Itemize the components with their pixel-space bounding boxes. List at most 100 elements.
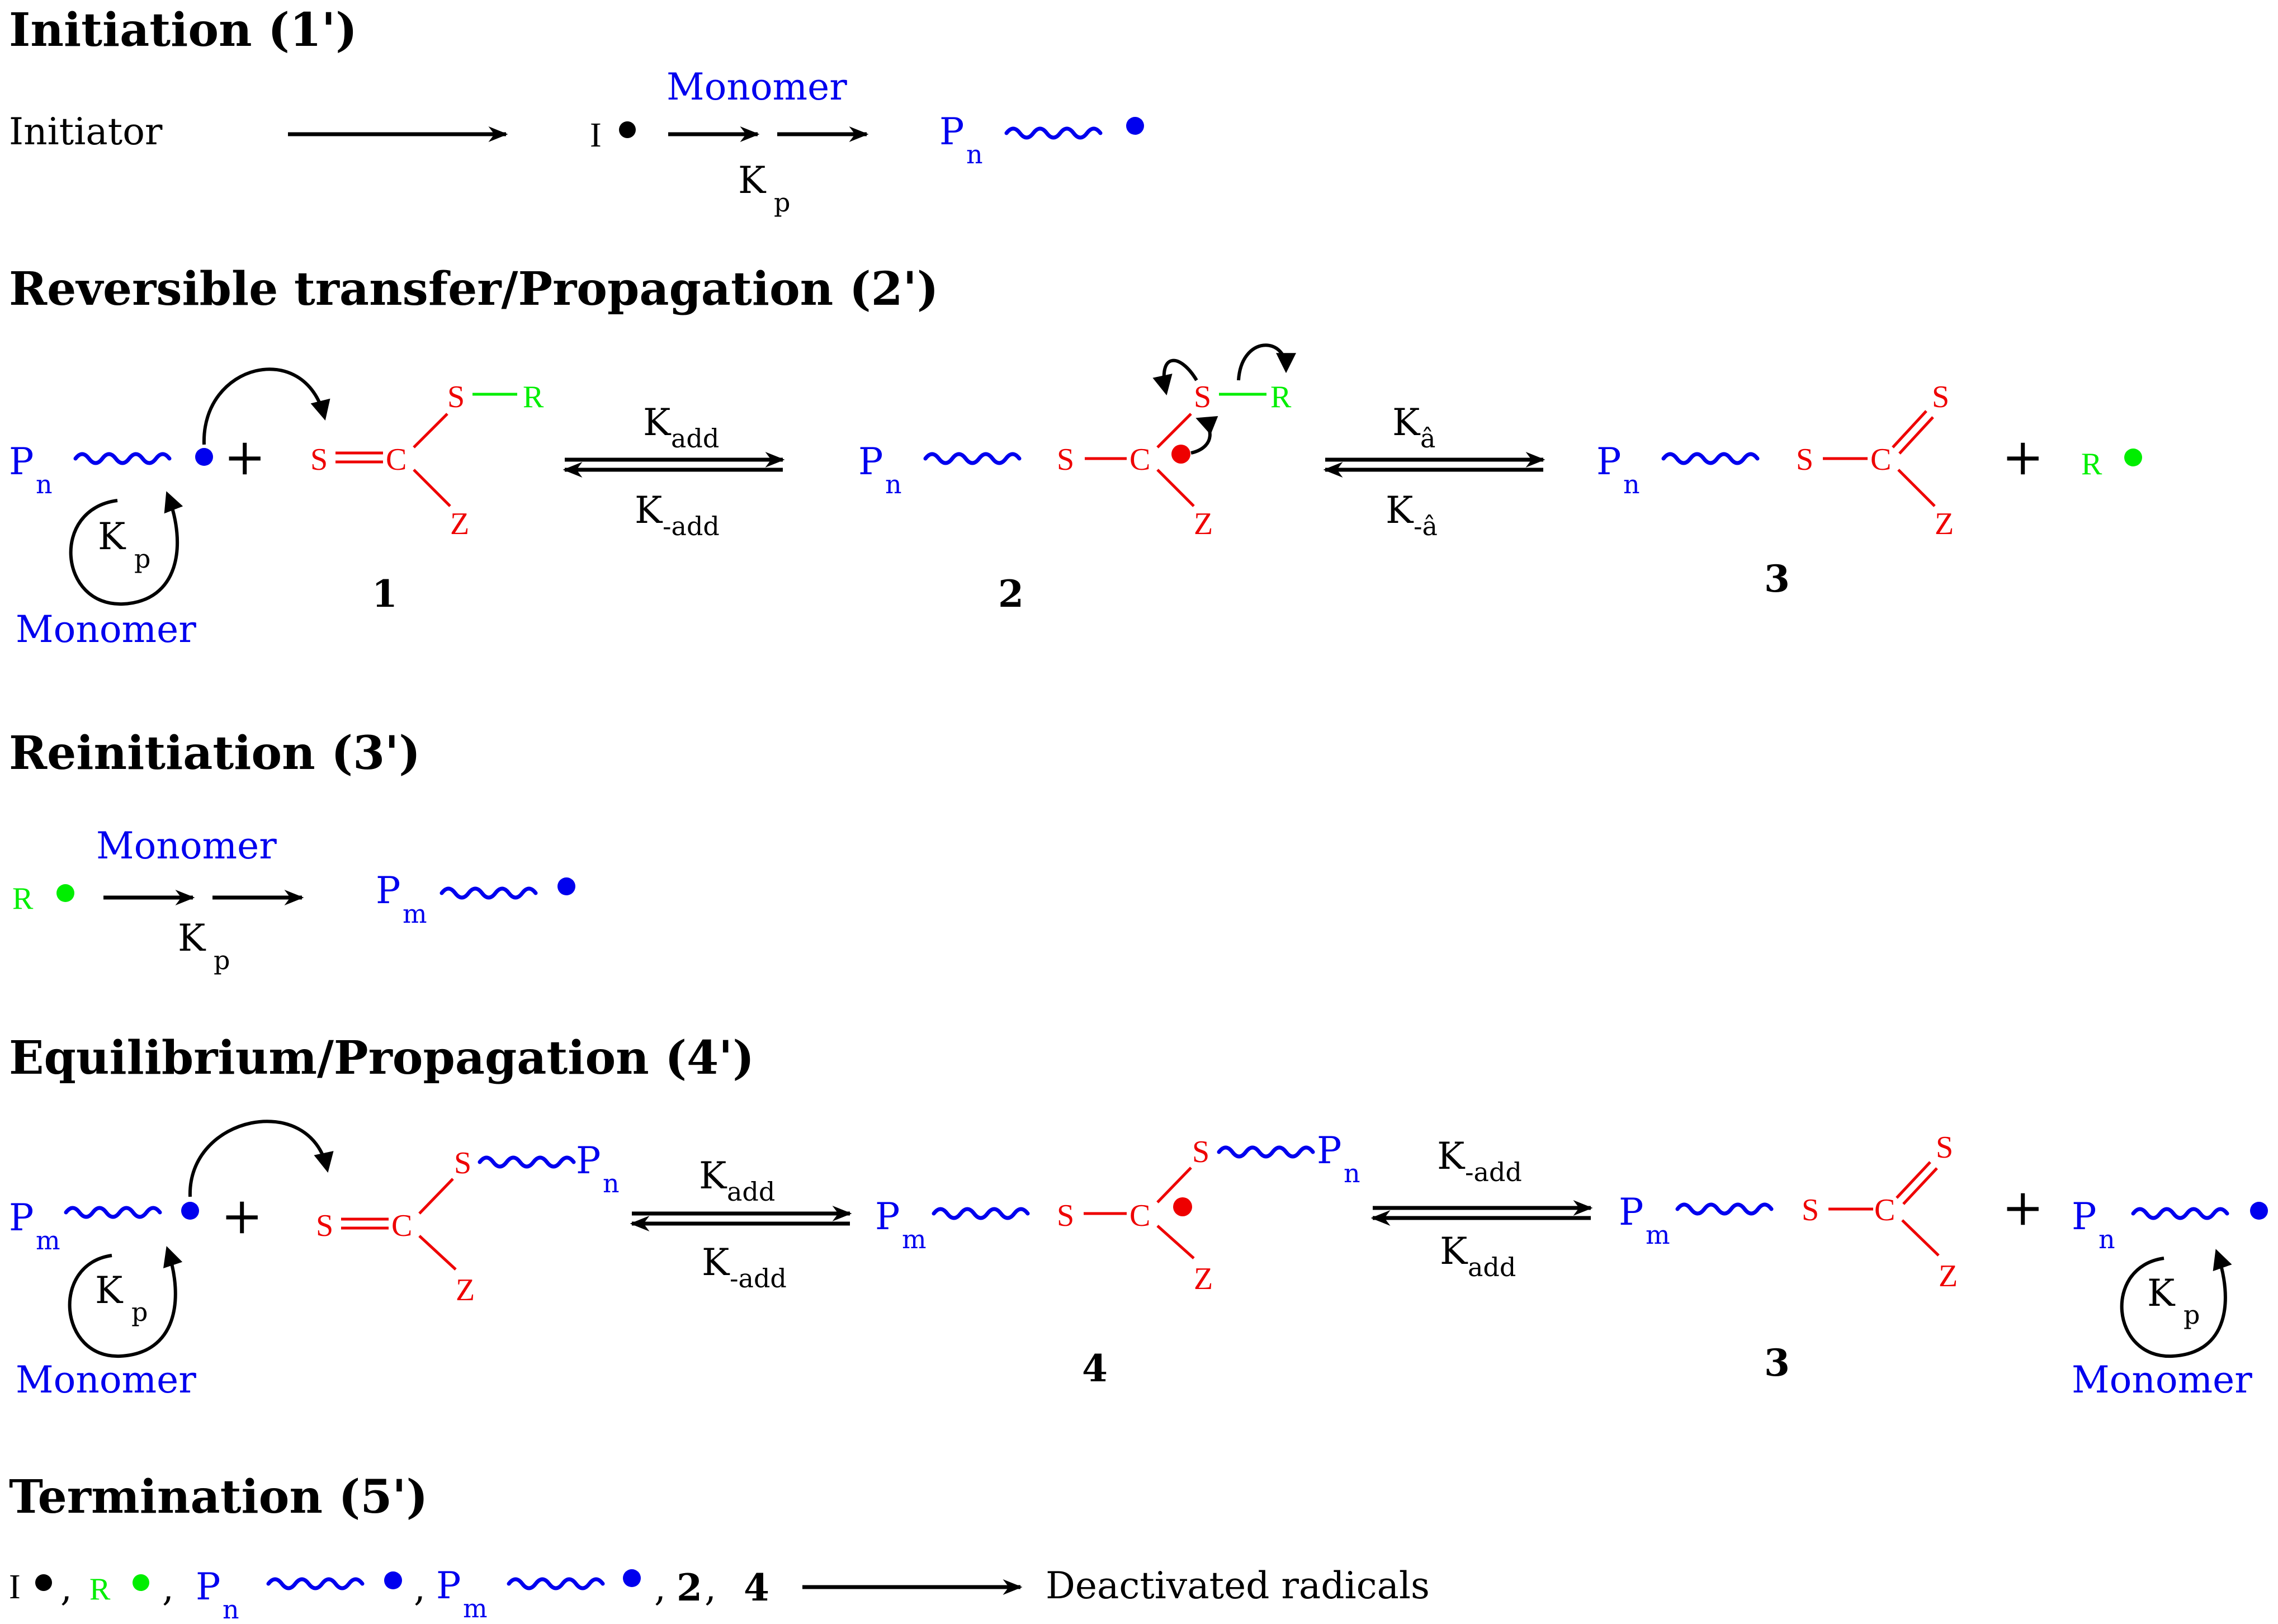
svg-text:Z: Z — [1194, 507, 1213, 541]
fragmentation-curved-arrow-2 — [1237, 343, 1296, 381]
svg-text:n: n — [603, 1168, 620, 1198]
compound-label-3: 3 — [1764, 557, 1790, 601]
svg-text:P: P — [1596, 440, 1621, 483]
svg-text:C: C — [1129, 1198, 1150, 1233]
svg-text:S: S — [1936, 1130, 1953, 1165]
svg-text:K: K — [98, 515, 126, 558]
growing-chain-pm-radical: P m — [9, 1196, 199, 1255]
compound-label-1: 1 — [372, 572, 398, 616]
section-title-reversible-transfer: Reversible transfer/Propagation (2') — [9, 262, 939, 316]
growing-chain-pn-radical: P n — [9, 440, 213, 499]
intermediate-radical-4: P m S C S P n Z — [875, 1129, 1360, 1296]
macro-raft-agent-3: P n S C S Z — [1596, 380, 1954, 541]
svg-text:S: S — [1802, 1193, 1819, 1228]
svg-text:2: 2 — [677, 1566, 702, 1609]
svg-text:P: P — [875, 1195, 900, 1238]
fragmentation-curved-arrow-3 — [1190, 416, 1218, 455]
svg-text:p: p — [131, 1297, 148, 1327]
svg-text:S: S — [1796, 442, 1813, 477]
svg-text:p: p — [214, 945, 230, 975]
svg-text:,: , — [162, 1566, 174, 1609]
svg-text:p: p — [2184, 1300, 2200, 1330]
svg-text:K: K — [738, 159, 767, 202]
rate-constant-k-minus-beta: K -â — [1386, 489, 1438, 541]
propagation-loop-arrow — [2120, 1249, 2232, 1358]
svg-text:C: C — [391, 1208, 412, 1243]
svg-text:P: P — [1317, 1129, 1341, 1172]
svg-text:P: P — [376, 869, 400, 912]
svg-text:n: n — [1623, 469, 1640, 499]
section-title-reinitiation: Reinitiation (3') — [9, 726, 420, 780]
svg-text:n: n — [966, 139, 983, 169]
svg-text:S: S — [1192, 1135, 1209, 1169]
svg-text:-add: -add — [1465, 1157, 1522, 1187]
growing-chain-pn: P n — [939, 110, 1144, 169]
compound-label-3: 3 — [1764, 1341, 1790, 1385]
fragmentation-curved-arrow-1 — [1152, 358, 1198, 396]
svg-text:R: R — [12, 881, 34, 916]
propagation-loop-arrow — [68, 1246, 183, 1358]
rate-constant-kbeta: K â — [1392, 401, 1435, 454]
svg-text:n: n — [36, 469, 53, 499]
svg-text:K: K — [699, 1154, 727, 1197]
svg-text:,: , — [705, 1566, 716, 1609]
termination-reactants: I , R , P n , P m , 2 , 4 — [9, 1564, 769, 1624]
svg-text:S: S — [454, 1146, 471, 1181]
svg-text:R: R — [1270, 380, 1292, 414]
svg-text:S: S — [1057, 1198, 1074, 1233]
svg-text:Z: Z — [1939, 1259, 1958, 1293]
macro-raft-agent-3: P m S C S Z — [1619, 1130, 1958, 1293]
termination-product-label: Deactivated radicals — [1046, 1564, 1430, 1607]
svg-text:-â: -â — [1414, 511, 1438, 541]
svg-text:R: R — [2081, 447, 2102, 481]
loop-rate-kp: K p — [98, 515, 150, 574]
rate-constant-k-minus-add: K -add — [702, 1241, 787, 1293]
svg-text:K: K — [1440, 1230, 1468, 1273]
rate-constant-kp: K p — [738, 159, 790, 218]
svg-text:S: S — [1932, 380, 1949, 414]
intermediate-radical-2: P n S C S R Z — [858, 380, 1292, 541]
monomer-label: Monomer — [16, 1358, 196, 1401]
svg-text:Z: Z — [450, 507, 469, 541]
svg-text:,: , — [414, 1566, 426, 1609]
svg-text:K: K — [2147, 1272, 2176, 1315]
section-title-initiation: Initiation (1') — [9, 3, 357, 57]
plus-sign: + — [221, 1187, 263, 1245]
plus-sign: + — [2002, 1178, 2044, 1237]
addition-curved-arrow — [202, 367, 330, 445]
loop-rate-kp: K p — [95, 1269, 148, 1327]
svg-text:R: R — [89, 1572, 111, 1607]
svg-text:P: P — [9, 440, 34, 483]
section-title-equilibrium: Equilibrium/Propagation (4') — [9, 1031, 754, 1085]
monomer-label: Monomer — [16, 608, 196, 651]
svg-text:K: K — [643, 401, 672, 444]
rate-constant-kadd: K add — [643, 401, 719, 454]
svg-text:P: P — [858, 440, 883, 483]
svg-text:Z: Z — [1194, 1262, 1213, 1296]
svg-text:m: m — [1646, 1220, 1670, 1250]
svg-text:K: K — [1437, 1135, 1466, 1178]
svg-text:,: , — [60, 1566, 72, 1609]
svg-text:C: C — [1870, 442, 1891, 477]
svg-text:K: K — [635, 489, 663, 532]
svg-text:,: , — [654, 1566, 666, 1609]
rate-constant-k-minus-add: K -add — [1437, 1135, 1522, 1187]
svg-text:K: K — [178, 917, 206, 960]
compound-label-4: 4 — [1082, 1347, 1108, 1390]
svg-text:-add: -add — [663, 511, 720, 541]
svg-text:C: C — [1129, 442, 1150, 477]
svg-text:n: n — [1344, 1158, 1360, 1188]
growing-chain-pm: P m — [376, 869, 575, 929]
svg-text:P: P — [2072, 1195, 2096, 1238]
rate-constant-kadd: K add — [699, 1154, 775, 1207]
svg-text:R: R — [523, 380, 544, 414]
initiator-radical-dot — [619, 121, 636, 138]
plus-sign: + — [2002, 428, 2044, 487]
svg-text:p: p — [134, 544, 150, 574]
svg-text:add: add — [1468, 1252, 1516, 1282]
svg-text:P: P — [196, 1565, 220, 1608]
svg-text:Z: Z — [1935, 507, 1954, 541]
svg-text:add: add — [727, 1177, 775, 1207]
svg-text:S: S — [1057, 442, 1074, 477]
propagation-loop-arrow — [69, 491, 183, 606]
